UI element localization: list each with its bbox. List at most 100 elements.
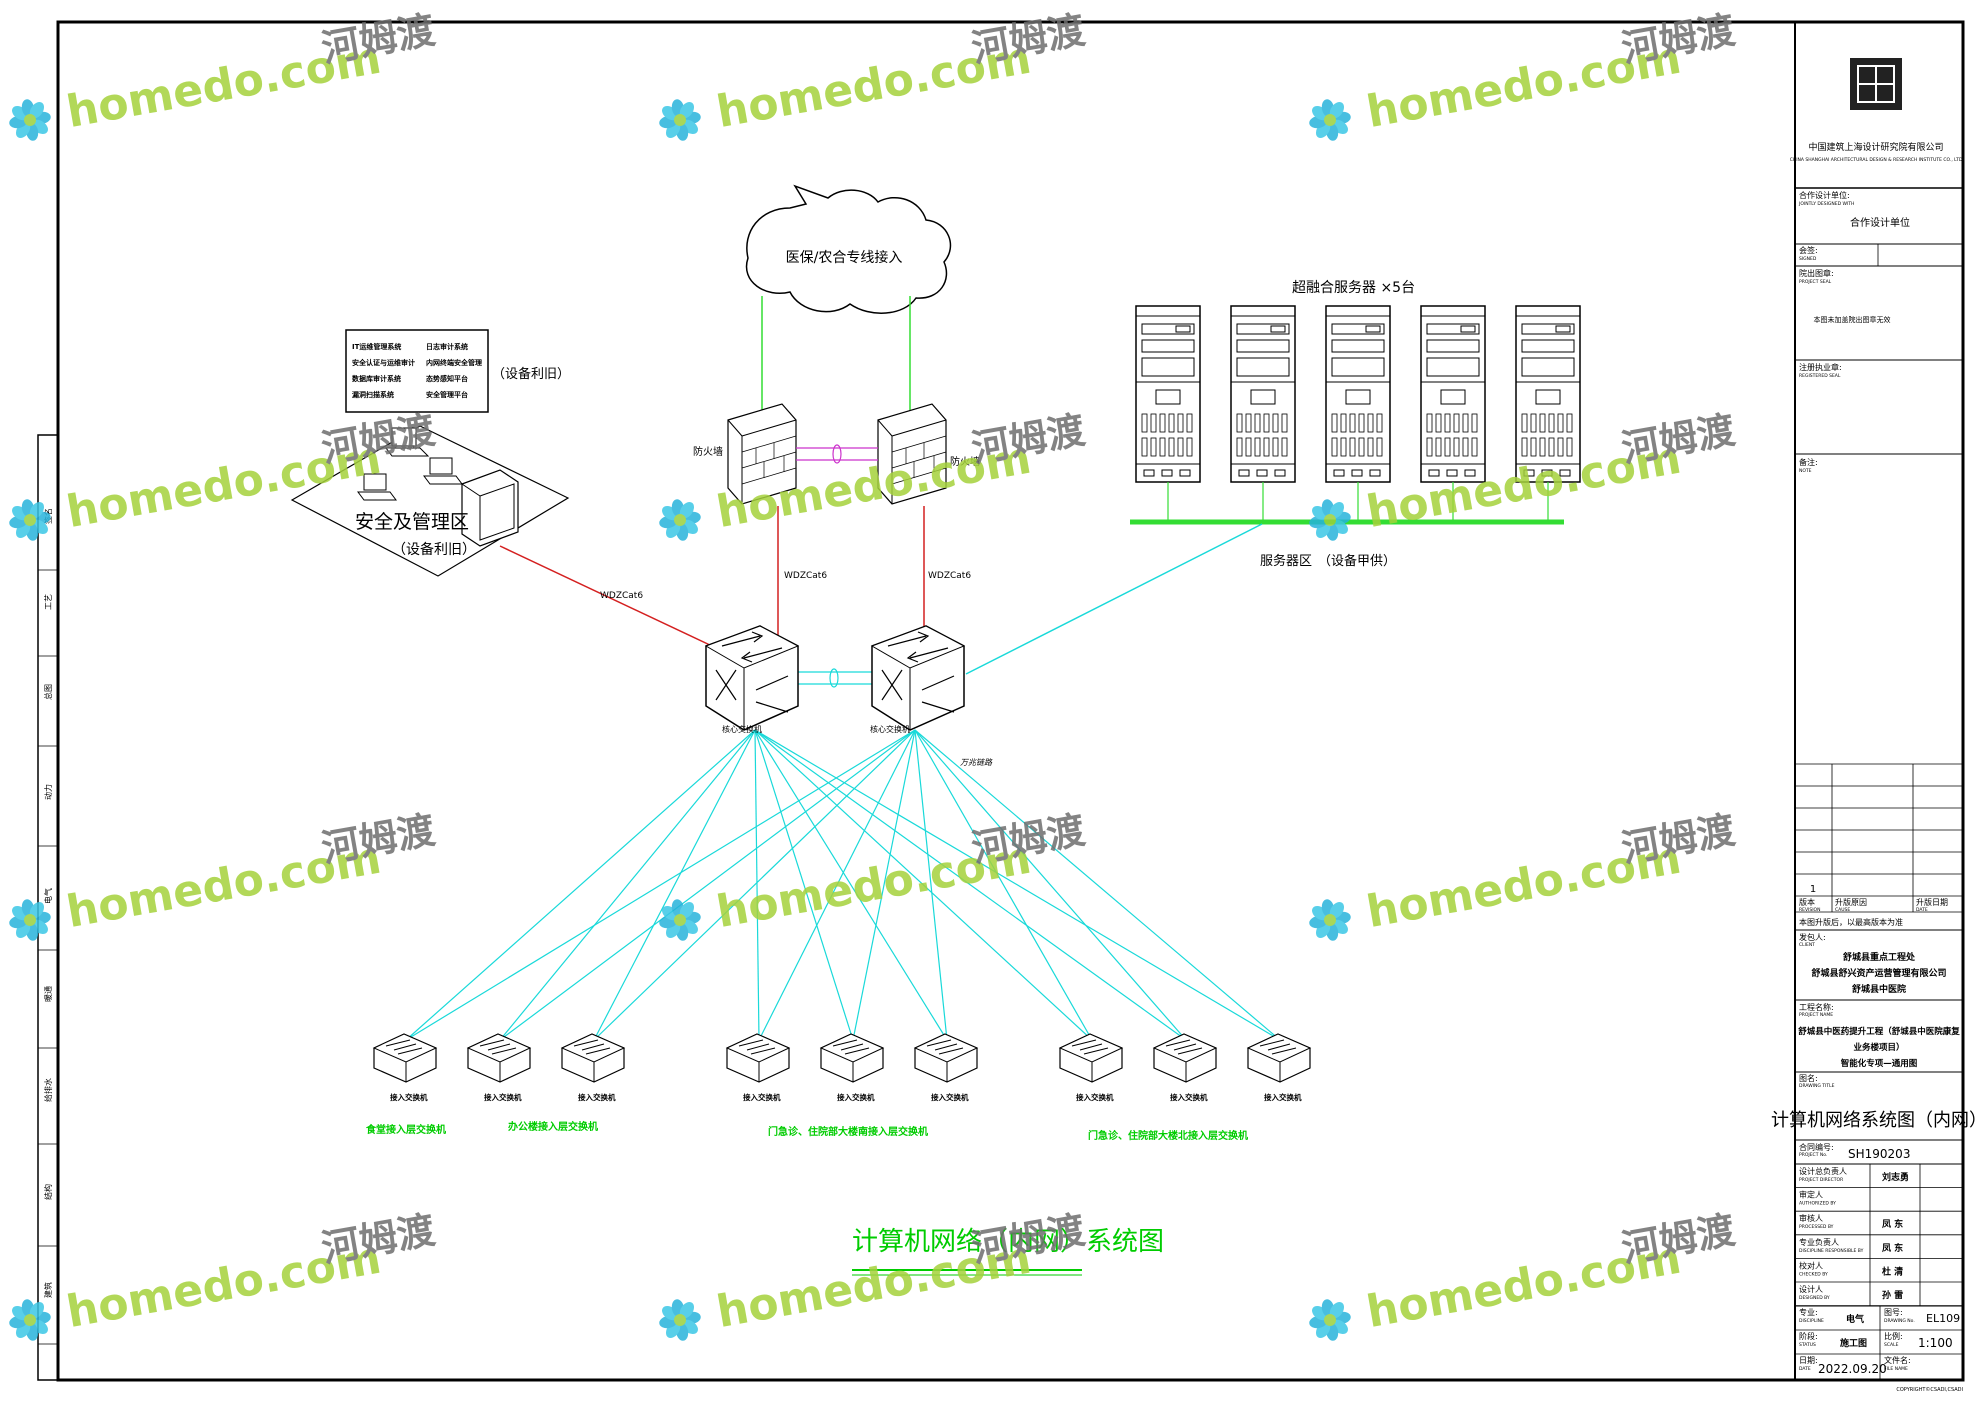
access-switch-label: 接入交换机	[931, 1092, 969, 1102]
registered-seal-label: 注册执业章:	[1799, 362, 1842, 372]
scale-label: 比例:	[1884, 1331, 1903, 1341]
project-seal-label: 院出图章:	[1799, 268, 1834, 278]
watermark-cn: 河姆渡	[1618, 408, 1738, 471]
client-line-3: 舒城县中医院	[1852, 983, 1906, 995]
cable-label-mgmt: WDZCat6	[600, 591, 643, 601]
project-seal-en: PROJECT SEAL	[1799, 279, 1832, 285]
access-switch-icon	[1152, 1033, 1218, 1083]
staff-role-en: DISCIPLINE RESPONSIBLE BY	[1799, 1248, 1864, 1254]
staff-name: 孙 雷	[1882, 1289, 1903, 1301]
left-strip-label: 结构	[43, 1184, 53, 1200]
core-right-access-link	[914, 729, 1093, 1041]
core-left-access-link	[754, 729, 1093, 1041]
core-left-access-link	[754, 729, 854, 1041]
access-switch-icon	[560, 1033, 626, 1083]
staff-role-label: 审定人	[1799, 1190, 1823, 1200]
core-switch-right-icon	[870, 625, 966, 731]
core-left-access-link	[754, 729, 760, 1041]
discipline-value: 电气	[1846, 1313, 1864, 1325]
left-strip-label: 总图	[43, 684, 53, 700]
watermark-flower-icon	[1309, 1299, 1351, 1341]
mgmt-system-item: 内网终端安全管理	[426, 358, 482, 367]
watermark-flower-icon	[9, 1299, 51, 1341]
watermark-cn: 河姆渡	[318, 408, 438, 471]
access-switch-icon	[466, 1033, 532, 1083]
note-label: 备注:	[1799, 457, 1818, 467]
network-diagram: 医保/农合专线接入 防火墙 防火墙	[290, 184, 1581, 1276]
date-rev-label: 升版日期	[1916, 897, 1948, 907]
drawing-title: 计算机网络（内网）系统图	[852, 1227, 1164, 1257]
core-left-access-link	[499, 729, 756, 1041]
discipline-en: DISCIPLINE	[1799, 1318, 1824, 1324]
staff-role-label: 设计总负责人	[1799, 1166, 1847, 1176]
revision-number: 1	[1810, 884, 1816, 895]
left-strip-label: 动力	[43, 784, 53, 800]
access-switch-icon	[725, 1033, 791, 1083]
access-switch-icon	[819, 1033, 885, 1083]
mgmt-system-item: 漏洞扫描系统	[352, 390, 394, 399]
access-switch-icon	[372, 1033, 438, 1083]
scale-en: SCALE	[1884, 1342, 1899, 1348]
core-switch-left-icon	[704, 625, 800, 731]
revision-en: REVISION	[1799, 907, 1820, 913]
discipline-label: 专业:	[1799, 1307, 1818, 1317]
status-en: STATUS	[1799, 1342, 1816, 1348]
mgmt-zone-note: （设备利旧）	[392, 541, 476, 558]
mgmt-reuse-label: （设备利旧）	[492, 366, 570, 382]
server-core-link	[965, 523, 1263, 675]
core-right-access-link	[405, 729, 916, 1041]
watermark-cn: 河姆渡	[968, 408, 1088, 471]
project-line-3: 智能化专项—通用图	[1840, 1058, 1918, 1069]
drawing-no-en: DRAWING No.	[1884, 1318, 1915, 1324]
access-switch-label: 接入交换机	[743, 1092, 781, 1102]
core-right-access-link	[758, 729, 916, 1041]
watermark-cn: 河姆渡	[318, 8, 438, 71]
access-group-label: 门急诊、住院部大楼北接入层交换机	[1088, 1129, 1248, 1142]
watermark-flower-icon	[1309, 99, 1351, 141]
drawing-label: 图名:	[1799, 1073, 1818, 1083]
management-zone: 安全及管理区 （设备利旧）	[290, 425, 570, 577]
firewall-left-icon	[727, 403, 797, 505]
watermark-flower-icon	[659, 1299, 701, 1341]
mgmt-terminal-icon	[461, 469, 519, 547]
client-label: 发包人:	[1799, 932, 1826, 942]
mgmt-zone-label: 安全及管理区	[355, 511, 469, 533]
core-right-access-link	[593, 729, 916, 1041]
watermark-cn: 河姆渡	[968, 1208, 1088, 1271]
core-note: 万兆链路	[960, 758, 993, 767]
watermark-cn: 河姆渡	[318, 1208, 438, 1271]
cable-label-left: WDZCat6	[784, 571, 827, 581]
mgmt-system-item: 日志审计系统	[426, 342, 468, 351]
mgmt-systems-box: IT运维管理系统日志审计系统安全认证与运维审计内网终端安全管理数据库审计系统态势…	[345, 329, 489, 413]
drawing-frame	[56, 20, 1965, 1382]
drawing-en: DRAWING TITLE	[1799, 1083, 1835, 1089]
access-group-label: 门急诊、住院部大楼南接入层交换机	[768, 1125, 928, 1138]
project-seal-note: 本图未加盖院出图章无效	[1814, 315, 1891, 324]
staff-role-label: 专业负责人	[1799, 1237, 1839, 1247]
watermark-flower-icon	[659, 99, 701, 141]
server-zone-label: 服务器区	[1260, 553, 1312, 569]
left-strip-label: 给排水	[43, 1078, 53, 1102]
date-label: 日期:	[1799, 1356, 1818, 1365]
revision-grid	[1795, 763, 1963, 913]
firewall-right-icon	[877, 403, 947, 505]
scale-value: 1:100	[1918, 1336, 1953, 1350]
jointly-en: JOINTLY DESIGNED WITH	[1798, 201, 1854, 207]
firewall-left-label: 防火墙	[693, 445, 723, 458]
server-1-icon	[1135, 305, 1201, 483]
access-switch-label: 接入交换机	[390, 1092, 428, 1102]
core-left-access-link	[754, 729, 1187, 1041]
company-logo	[1850, 58, 1902, 110]
firewall-interconnect	[796, 444, 878, 464]
watermark-flower-icon	[9, 499, 51, 541]
server-4-icon	[1420, 305, 1486, 483]
mgmt-system-item: 数据库审计系统	[352, 374, 401, 383]
company-name-en: CHINA SHANGHAI ARCHITECTURAL DESIGN & RE…	[1790, 157, 1963, 163]
watermark-cn: 河姆渡	[1618, 1208, 1738, 1271]
staff-role-en: DESIGNED BY	[1799, 1295, 1830, 1301]
cloud-label: 医保/农合专线接入	[786, 249, 903, 266]
